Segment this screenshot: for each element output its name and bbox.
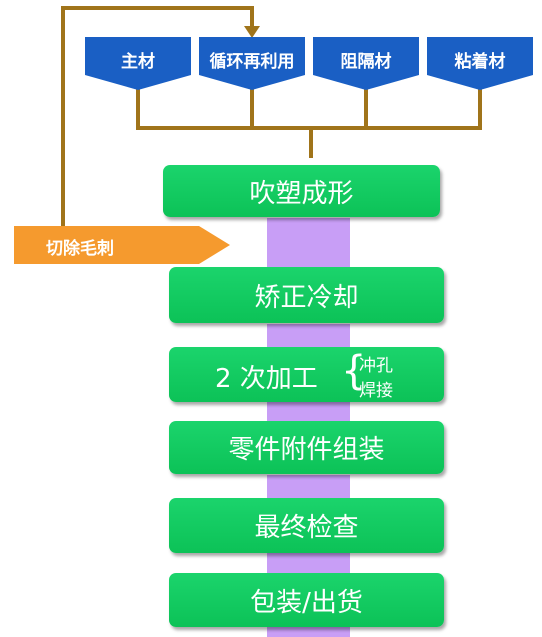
material-label: 粘着材 [454, 52, 506, 72]
material-drop-line [136, 88, 140, 130]
deburr-label: 切除毛刺 [46, 239, 114, 259]
step-label: 矫正冷却 [254, 282, 359, 313]
flow-column-segment [267, 218, 350, 268]
material-label: 主材 [121, 52, 155, 72]
material-feed-line [309, 126, 313, 158]
flow-column-segment [267, 553, 350, 573]
brace-icon: { [341, 348, 367, 394]
sub-process-label: 冲孔 [359, 356, 393, 376]
material-adhesive: 粘着材 [427, 37, 533, 90]
sub-process-label: 焊接 [359, 381, 393, 401]
flow-column-segment [267, 402, 350, 422]
material-label: 阻隔材 [340, 52, 392, 72]
feedback-line-top [61, 6, 254, 10]
material-drop-line [364, 88, 368, 130]
step-label: 2 次加工 [215, 364, 318, 394]
material-recycle: 循环再利用 [199, 37, 305, 90]
material-drop-line [478, 88, 482, 130]
flow-column-segment [267, 324, 350, 348]
step-blow-molding: 吹塑成形 [163, 165, 440, 217]
material-drop-line [250, 88, 254, 130]
feedback-arrow-icon [244, 26, 260, 38]
material-label: 循环再利用 [209, 52, 295, 72]
material-main: 主材 [85, 37, 191, 90]
flow-column-segment [267, 627, 350, 637]
flow-column-segment [267, 475, 350, 499]
step-label: 最终检查 [254, 513, 359, 543]
step-secondary-processing: 2 次加工 { 冲孔 焊接 [169, 347, 444, 402]
step-assembly: 零件附件组装 [169, 421, 444, 474]
step-final-inspection: 最终检查 [169, 498, 444, 553]
feedback-line-down [250, 6, 254, 30]
deburr-tag: 切除毛刺 [14, 226, 230, 268]
material-barrier: 阻隔材 [313, 37, 419, 90]
step-straighten-cool: 矫正冷却 [169, 267, 444, 323]
step-packing-shipping: 包装/出货 [169, 573, 444, 627]
feedback-line-left [61, 6, 65, 228]
step-label: 包装/出货 [250, 587, 363, 618]
step-label: 零件附件组装 [228, 435, 385, 465]
step-label: 吹塑成形 [249, 178, 354, 209]
